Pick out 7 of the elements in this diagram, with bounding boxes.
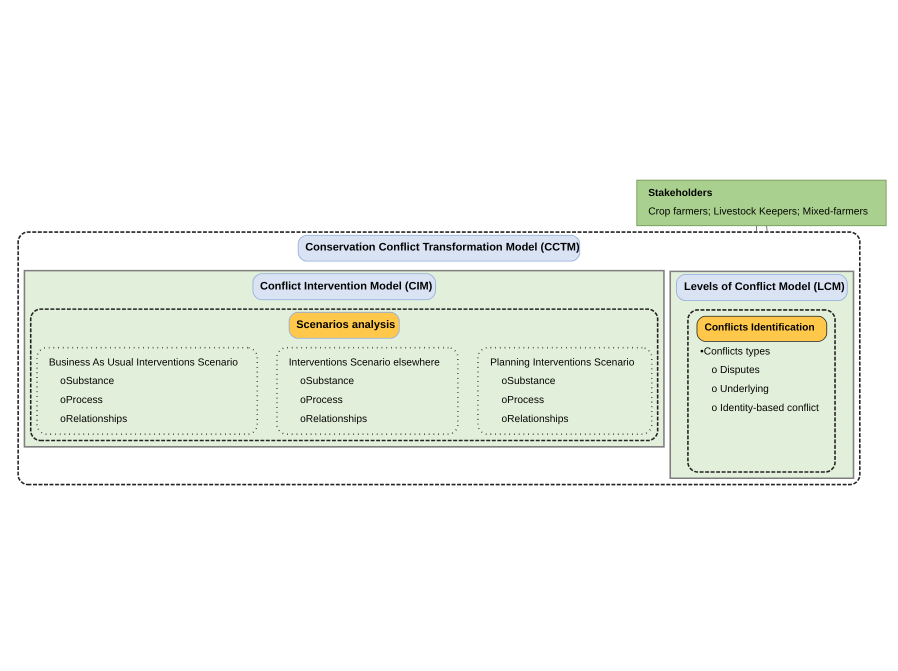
connector [756, 225, 758, 232]
node-box: Planning Interventions Scenario oSubstance oProcess oRelationships [477, 346, 653, 435]
node-box: Business As Usual Interventions Scenario oSubstance oProcess oRelationships [36, 346, 258, 435]
node-box: Stakeholders Crop farmers; Livestock Keepers; Mixed-farmers [636, 180, 887, 226]
node-box: Interventions Scenario elsewhere oSubstance oProcess oRelationships [276, 346, 459, 435]
node-box: Conflicts Identification •Conflicts types o Disputes o Underlying o Identity-based conflict [687, 309, 836, 473]
connector [766, 225, 768, 232]
